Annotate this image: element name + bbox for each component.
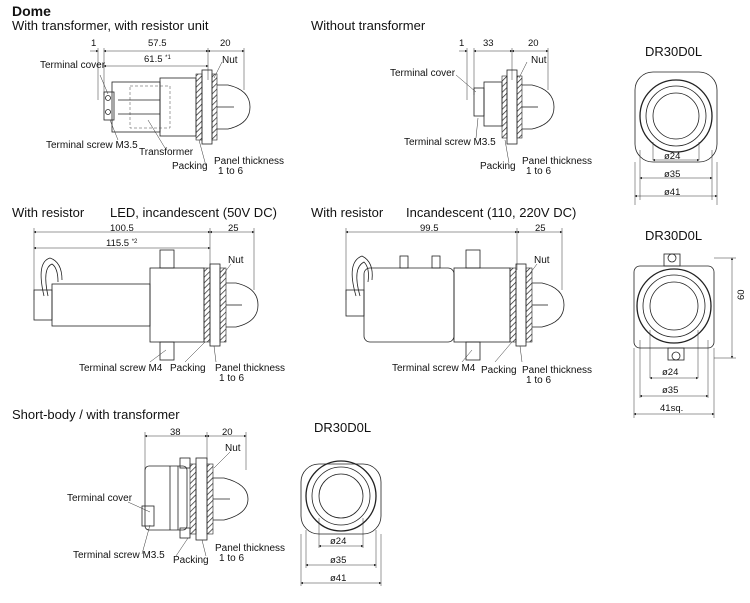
dim-fv2-side: 60: [736, 289, 747, 300]
label-panel-range-3: 1 to 6: [219, 373, 245, 384]
label-panel-thickness-1: Panel thickness: [214, 156, 285, 167]
label-terminal-screw-1: Terminal screw M3.5: [46, 140, 138, 151]
label-panel-range-2: 1 to 6: [526, 166, 552, 177]
dim-fv1-d1: ø24: [664, 151, 681, 162]
section-heading-short-body: Short-body / with transformer: [12, 407, 180, 422]
label-panel-range-1: 1 to 6: [218, 166, 244, 177]
label-nut-3: Nut: [228, 255, 244, 266]
dim-fv1-d2: ø35: [664, 169, 681, 180]
side-view-with-resistor-led: [33, 228, 259, 363]
label-packing-4: Packing: [481, 365, 517, 376]
label-terminal-screw-3: Terminal screw M4: [79, 363, 163, 374]
section-subheading-led: LED, incandescent (50V DC): [110, 205, 277, 220]
label-terminal-cover-2: Terminal cover: [390, 68, 456, 79]
label-nut-4: Nut: [534, 255, 550, 266]
label-nut-5: Nut: [225, 443, 241, 454]
dim-3-b: 25: [228, 223, 239, 234]
dim-2-b: 33: [483, 38, 494, 49]
label-packing-3: Packing: [170, 363, 206, 374]
dim-5-b: 20: [222, 427, 233, 438]
label-panel-thickness-4: Panel thickness: [522, 365, 593, 376]
dim-1-a: 1: [91, 38, 97, 49]
label-terminal-cover-1: Terminal cover: [40, 60, 106, 71]
section-heading-with-resistor-2: With resistor: [311, 205, 384, 220]
dim-4-a: 99.5: [420, 223, 439, 234]
label-panel-thickness-2: Panel thickness: [522, 156, 593, 167]
label-nut-2: Nut: [531, 55, 547, 66]
label-terminal-cover-5: Terminal cover: [67, 493, 133, 504]
dim-fv3-d2: ø35: [330, 555, 347, 566]
label-packing-1: Packing: [172, 161, 208, 172]
side-view-short-body: [127, 432, 249, 557]
section-heading-with-transformer-resistor: With transformer, with resistor unit: [12, 18, 209, 33]
dim-fv3-d1: ø24: [330, 536, 347, 547]
section-subheading-incandescent: Incandescent (110, 220V DC): [406, 205, 577, 220]
label-terminal-screw-4: Terminal screw M4: [392, 363, 476, 374]
label-transformer: Transformer: [139, 147, 194, 158]
page-title: Dome: [12, 3, 51, 19]
label-packing-5: Packing: [173, 555, 209, 566]
dim-2-c: 20: [528, 38, 539, 49]
dim-fv2-d3: 41sq.: [660, 403, 684, 414]
model-label-bottom: DR30D0L: [314, 420, 372, 435]
dim-5-a: 38: [170, 427, 181, 438]
dim-fv2-d2: ø35: [662, 385, 679, 396]
section-heading-with-resistor-1: With resistor: [12, 205, 85, 220]
model-label-top: DR30D0L: [645, 44, 703, 59]
label-packing-2: Packing: [480, 161, 516, 172]
dim-fv1-d3: ø41: [664, 187, 681, 198]
label-panel-range-4: 1 to 6: [526, 375, 552, 386]
dim-1-c: 20: [220, 38, 231, 49]
dim-1-d: 61.5 *1: [144, 54, 171, 65]
section-heading-without-transformer: Without transformer: [311, 18, 426, 33]
dim-fv2-d1: ø24: [662, 367, 679, 378]
dim-2-a: 1: [459, 38, 465, 49]
dim-fv3-d3: ø41: [330, 573, 347, 584]
model-label-middle: DR30D0L: [645, 228, 703, 243]
dim-3-c: 115.5 *2: [106, 238, 138, 249]
side-view-without-transformer: [455, 48, 555, 164]
side-view-with-transformer-resistor: [90, 48, 251, 167]
front-view-round-top: [634, 71, 718, 205]
front-view-round-bottom: [300, 460, 382, 586]
label-panel-thickness-5: Panel thickness: [215, 543, 286, 554]
dim-4-b: 25: [535, 223, 546, 234]
front-view-square-middle: [633, 253, 736, 418]
label-terminal-screw-5: Terminal screw M3.5: [73, 550, 165, 561]
side-view-with-resistor-incandescent: [345, 228, 565, 363]
dim-1-b: 57.5: [148, 38, 167, 49]
dim-3-a: 100.5: [110, 223, 134, 234]
label-panel-range-5: 1 to 6: [219, 553, 245, 564]
label-nut-1: Nut: [222, 55, 238, 66]
label-panel-thickness-3: Panel thickness: [215, 363, 286, 374]
label-terminal-screw-2: Terminal screw M3.5: [404, 137, 496, 148]
